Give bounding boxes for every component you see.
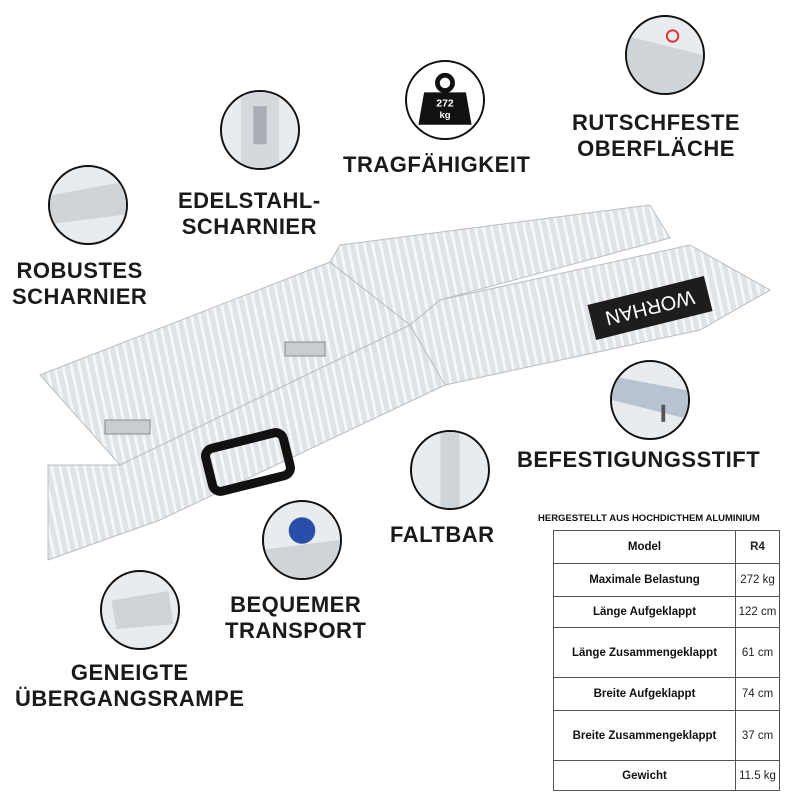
pin-photo — [610, 360, 690, 440]
transition-label: GENEIGTE ÜBERGANGSRAMPE — [15, 660, 245, 711]
capacity-label: TRAGFÄHIGKEIT — [343, 152, 531, 177]
nonslip-label: RUTSCHFESTE OBERFLÄCHE — [572, 110, 741, 161]
pin-label: BEFESTIGUNGSSTIFT — [517, 447, 761, 472]
foldable-photo — [410, 430, 490, 510]
spec-title: HERGESTELLT AUS HOCHDICTHEM ALUMINIUM — [538, 513, 760, 524]
transport-label: BEQUEMER TRANSPORT — [225, 592, 367, 643]
transport-photo — [262, 500, 342, 580]
robust-hinge-label: ROBUSTES SCHARNIER — [12, 258, 148, 309]
capacity-icon-value: 272 — [436, 99, 454, 110]
capacity-icon-unit: kg — [439, 110, 450, 121]
robust-hinge-photo — [48, 165, 128, 245]
nonslip-photo — [625, 15, 705, 95]
foldable-label: FALTBAR — [390, 522, 495, 547]
transition-photo — [100, 570, 180, 650]
capacity-icon-circle: 272 kg — [405, 60, 485, 140]
steel-hinge-photo — [220, 90, 300, 170]
steel-hinge-label: EDELSTAHL- SCHARNIER — [178, 188, 321, 239]
